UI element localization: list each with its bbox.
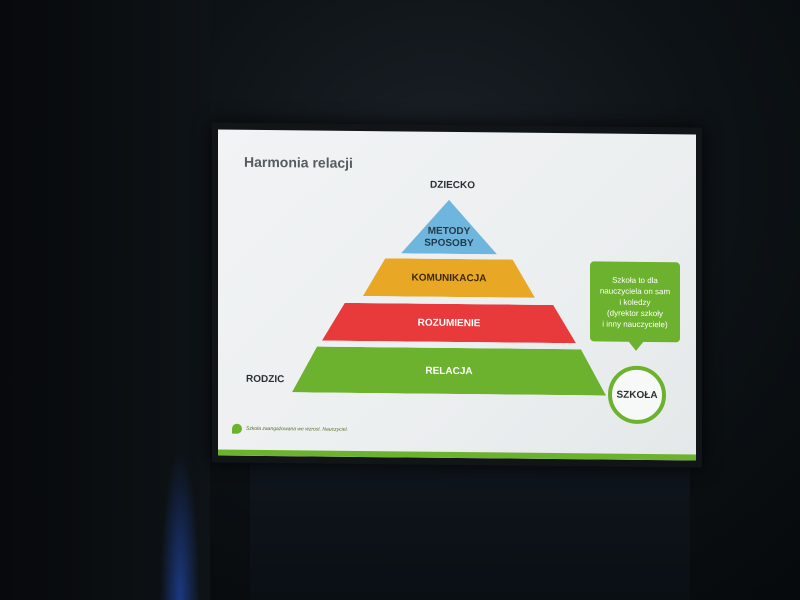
screen-stand	[250, 462, 690, 600]
presentation-slide: Harmonia relacji DZIECKO RODZIC METODY S…	[218, 129, 696, 461]
base-label: RODZIC	[246, 373, 285, 386]
communication-label: KOMUNIKACJA	[411, 272, 487, 284]
pyramid-layer-methods: METODY SPOSOBY	[401, 199, 497, 254]
pyramid-layer-understanding: ROZUMIENIE	[322, 303, 576, 344]
stage-light	[160, 450, 200, 600]
footer-text: Szkoła zaangażowana we wzrost. Nauczycie…	[246, 425, 348, 433]
methods-label: METODY	[427, 225, 471, 238]
relation-label: RELACJA	[425, 365, 473, 377]
methods-sublabel: SPOSOBY	[424, 237, 474, 250]
understanding-label: ROZUMIENIE	[417, 317, 481, 329]
pyramid-layer-relation: RELACJA	[292, 346, 606, 395]
note-line: (dyrektor szkoły	[606, 308, 663, 318]
leaf-icon	[232, 423, 242, 434]
speech-bubble-note: Szkoła to dla nauczyciela on sam i koled…	[590, 261, 680, 343]
note-line: i inny nauczyciele)	[602, 319, 668, 329]
note-line: nauczyciela on sam	[599, 285, 671, 296]
note-line: i koledzy	[619, 297, 651, 307]
pyramid-layer-communication: KOMUNIKACJA	[363, 258, 535, 298]
school-circle: SZKOŁA	[608, 365, 666, 425]
note-line: Szkoła to dla	[612, 275, 658, 285]
school-label: SZKOŁA	[616, 389, 658, 401]
slide-title: Harmonia relacji	[244, 153, 353, 171]
apex-label: DZIECKO	[430, 179, 475, 192]
